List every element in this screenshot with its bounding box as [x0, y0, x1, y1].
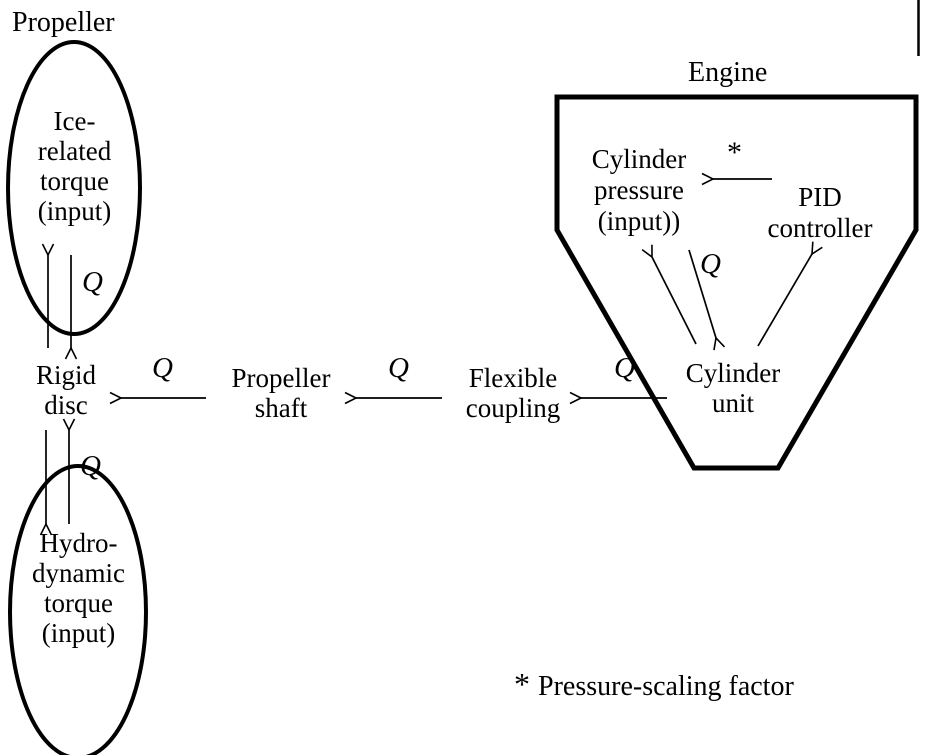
flexible-coupling-label: Flexible coupling: [442, 363, 584, 423]
label-line: (input)): [597, 206, 681, 236]
label-line: controller: [767, 213, 873, 243]
label-line: Cylinder: [685, 358, 781, 388]
propeller-shaft-label: Propeller shaft: [210, 363, 352, 423]
footnote-label: Pressure-scaling factor: [538, 671, 794, 702]
engine-title: Engine: [688, 57, 768, 88]
ice-torque-label: Ice- related torque (input): [4, 106, 145, 226]
pressure-scaling-asterisk: *: [727, 136, 742, 169]
cylinder-pressure-label: Cylinder pressure (input)): [566, 144, 712, 237]
label-line: (input): [41, 618, 116, 648]
q-label-coupling-unit: Q: [614, 352, 635, 384]
arrow-pressure-to-unit: [688, 249, 726, 351]
label-line: pressure: [594, 175, 684, 205]
q-label-shaft-coupling: Q: [388, 352, 409, 384]
label-line: torque: [40, 166, 109, 196]
label-line: shaft: [254, 393, 308, 423]
footnote-asterisk: *: [514, 666, 530, 702]
q-label-disc-hydro: Q: [80, 450, 101, 482]
label-line: disc: [44, 390, 88, 420]
label-line: unit: [711, 388, 754, 418]
footnote: * Pressure-scaling factor: [514, 668, 794, 703]
label-line: (input): [37, 196, 112, 226]
label-line: Flexible: [468, 363, 558, 393]
cylinder-unit-label: Cylinder unit: [666, 358, 800, 418]
label-line: PID: [798, 182, 842, 212]
label-line: Hydro-: [39, 528, 118, 558]
hydro-torque-ellipse: [8, 464, 148, 755]
q-label-ice-disc: Q: [82, 266, 103, 298]
label-line: torque: [44, 588, 113, 618]
label-line: Propeller: [231, 363, 331, 393]
label-line: related: [37, 136, 112, 166]
pid-controller-label: PID controller: [750, 182, 890, 244]
label-line: dynamic: [32, 558, 125, 588]
propeller-title: Propeller: [12, 7, 115, 38]
rigid-disc-label: Rigid disc: [2, 360, 130, 420]
hydro-torque-label: Hydro- dynamic torque (input): [6, 528, 151, 648]
ice-torque-ellipse: [6, 40, 142, 336]
q-label-disc-shaft: Q: [152, 352, 173, 384]
label-line: Cylinder: [591, 144, 687, 174]
label-line: Rigid: [35, 360, 96, 390]
label-line: Ice-: [53, 106, 96, 136]
engine-outline: [554, 94, 919, 471]
label-line: coupling: [465, 393, 561, 423]
arrow-unit-to-pressure: [641, 244, 697, 345]
arrow-unit-to-pid: [757, 241, 823, 347]
q-label-pressure-unit: Q: [700, 248, 721, 280]
